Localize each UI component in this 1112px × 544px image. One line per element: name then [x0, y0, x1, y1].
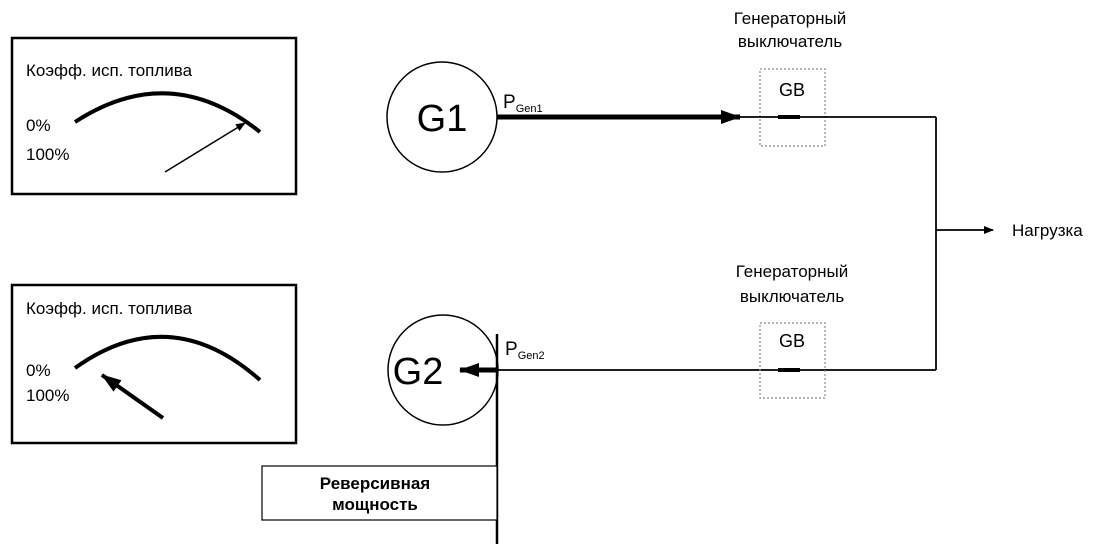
gauge-frame: [10, 283, 298, 445]
reverse-power-label-line1: Реверсивная: [320, 474, 430, 493]
gauge-title: Коэфф. исп. топлива: [26, 61, 193, 80]
power-label-gen1: PGen1: [503, 92, 543, 115]
gauge-min-label: 0%: [26, 116, 51, 135]
generator-breaker-1: GB: [759, 68, 826, 147]
gauge-max-label: 100%: [26, 386, 69, 405]
load-label: Нагрузка: [1012, 221, 1083, 240]
breaker-box: [759, 322, 826, 399]
breaker-label: GB: [779, 80, 805, 100]
gauge-title: Коэфф. исп. топлива: [26, 299, 193, 318]
reverse-power-box: Реверсивная мощность: [261, 465, 498, 521]
breaker-caption-line1: Генераторный: [736, 262, 849, 281]
breaker-caption-line1: Генераторный: [734, 9, 847, 28]
gauge-needle: [164, 122, 246, 173]
gauge-frame: [10, 36, 298, 196]
generator-breaker-2: GB: [759, 322, 826, 399]
gauge-min-label: 0%: [26, 361, 51, 380]
gauge-arc: [73, 334, 262, 382]
breaker-caption-line2: выключатель: [738, 32, 843, 51]
gauge-max-label: 100%: [26, 145, 69, 164]
reverse-power-label-line2: мощность: [332, 495, 418, 514]
gauge-needle: [100, 373, 165, 420]
generator-g2: G2: [387, 314, 499, 426]
breaker-caption-line2: выключатель: [740, 287, 845, 306]
breaker-label: GB: [779, 331, 805, 351]
generator-label: G1: [417, 98, 468, 140]
generator-g1: G1: [386, 61, 498, 173]
power-label-gen2: PGen2: [505, 339, 545, 362]
breaker-box: [759, 68, 826, 147]
fuel-gauge-1: Коэфф. исп. топлива 0% 100%: [10, 36, 298, 196]
generator-label: G2: [393, 351, 444, 393]
fuel-gauge-2: Коэфф. исп. топлива 0% 100%: [10, 283, 298, 445]
gauge-arc: [73, 91, 262, 134]
bus-lines: [497, 116, 937, 371]
